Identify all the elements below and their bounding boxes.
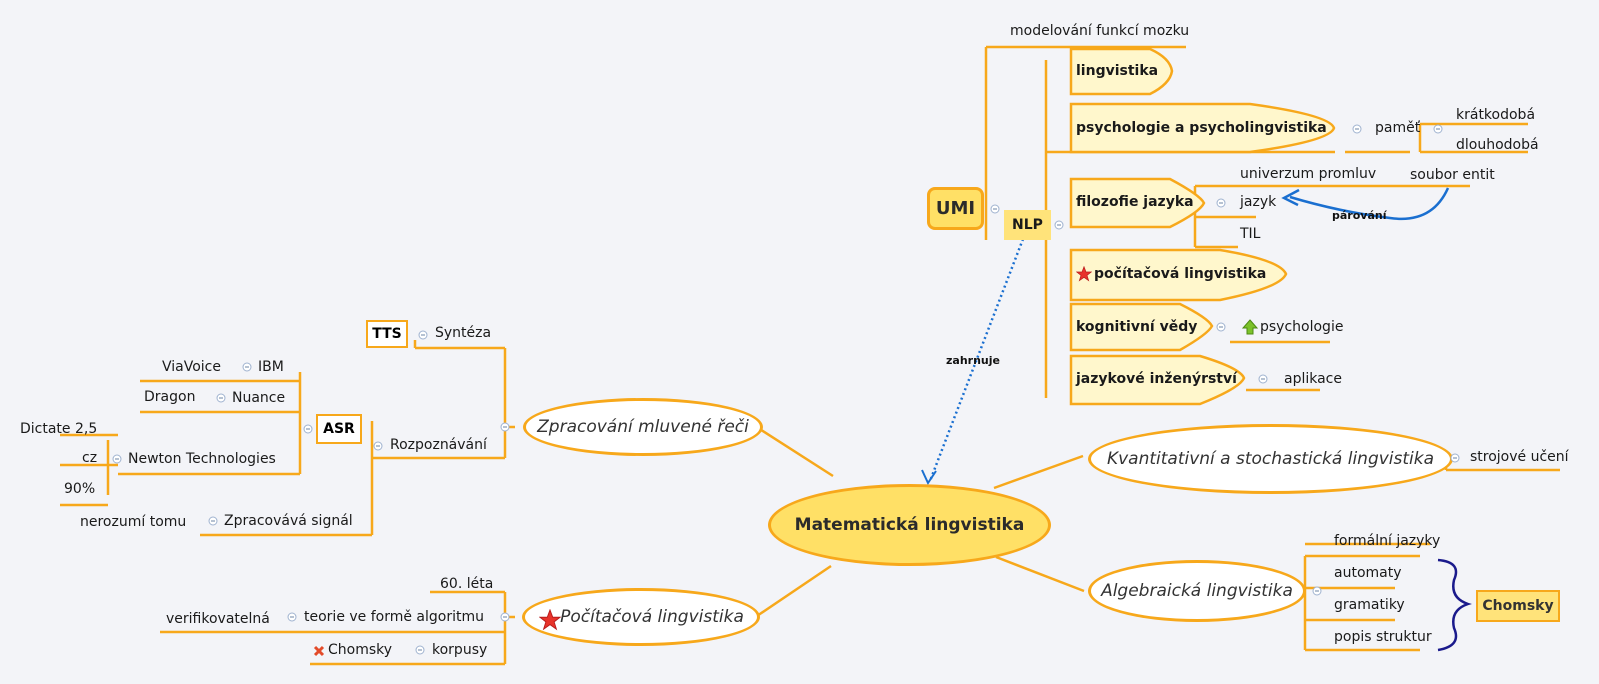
collapse-icon[interactable] [1450,453,1460,463]
formalni-node[interactable]: formální jazyky [1334,533,1441,549]
topic-kvantitativni-label: Kvantitativní a stochastická lingvistika [1106,449,1435,469]
pocitacova-lingvistika-label: počítačová lingvistika [1094,266,1267,282]
collapse-icon[interactable] [208,516,218,526]
root-topic-label: Matematická lingvistika [794,515,1025,535]
modelovani-node[interactable]: modelování funkcí mozku [1010,23,1190,39]
chomsky-box-label: Chomsky [1482,598,1554,614]
dlouhodoba-node[interactable]: dlouhodobá [1456,137,1539,153]
star-icon [539,609,561,631]
aplikace-node[interactable]: aplikace [1284,371,1342,387]
gramatiky-node[interactable]: gramatiky [1334,597,1405,613]
pamet-node[interactable]: paměť [1375,120,1421,136]
topic-pocitacova[interactable]: Počítačová lingvistika [522,588,760,646]
korpusy-node[interactable]: korpusy [432,642,488,658]
collapse-icon[interactable] [1216,198,1226,208]
collapse-icon[interactable] [216,393,226,403]
cross-icon [313,645,325,657]
root-topic[interactable]: Matematická lingvistika [768,484,1051,566]
collapse-icon[interactable] [1352,124,1362,134]
zahrnuje-label: zahrnuje [946,354,1000,367]
collapse-icon[interactable] [500,422,510,432]
collapse-icon[interactable] [112,454,122,464]
lingvistika-node[interactable]: lingvistika [1076,63,1159,79]
topic-pocitacova-label: Počítačová lingvistika [560,607,744,627]
cz-node[interactable]: cz [82,450,98,466]
topic-algebraicka[interactable]: Algebraická lingvistika [1088,560,1306,622]
chomsky-box[interactable]: Chomsky [1476,590,1560,622]
arrow-up-icon [1242,319,1258,335]
kognitivni-node[interactable]: kognitivní vědy [1076,319,1198,335]
verifikovatelna-node[interactable]: verifikovatelná [166,611,270,627]
viavoice-node[interactable]: ViaVoice [162,359,221,375]
collapse-icon[interactable] [418,330,428,340]
psychologie-label: psychologie [1260,319,1344,335]
topic-kvantitativni[interactable]: Kvantitativní a stochastická lingvistika [1088,424,1453,494]
umi-label: UMI [935,198,976,219]
tts-node[interactable]: TTS [366,320,408,348]
univerzum-node[interactable]: univerzum promluv [1240,166,1377,182]
newton-node[interactable]: Newton Technologies [128,451,276,467]
collapse-icon[interactable] [287,612,297,622]
dictate-node[interactable]: Dictate 2,5 [20,421,98,437]
nerozumi-node[interactable]: nerozumí tomu [80,514,187,530]
til-node[interactable]: TIL [1240,226,1261,242]
pct90-node[interactable]: 90% [64,481,96,497]
leta-node[interactable]: 60. léta [440,576,494,592]
ibm-node[interactable]: IBM [258,359,284,375]
collapse-icon[interactable] [500,612,510,622]
collapse-icon[interactable] [990,204,1000,214]
collapse-icon[interactable] [1216,322,1226,332]
dragon-node[interactable]: Dragon [144,389,196,405]
topic-algebraicka-label: Algebraická lingvistika [1101,581,1293,601]
nlp-node[interactable]: NLP [1004,210,1051,240]
topic-zpracovani[interactable]: Zpracování mluvené řeči [523,398,763,456]
chomsky-label: Chomsky [328,642,393,658]
collapse-icon[interactable] [303,424,313,434]
collapse-icon[interactable] [1258,374,1268,384]
collapse-icon[interactable] [415,645,425,655]
soubor-node[interactable]: soubor entit [1410,167,1495,183]
collapse-icon[interactable] [373,441,383,451]
collapse-icon[interactable] [242,362,252,372]
kratkodoba-node[interactable]: krátkodobá [1456,107,1536,123]
filozofie-node[interactable]: filozofie jazyka [1076,194,1194,210]
automaty-node[interactable]: automaty [1334,565,1402,581]
psychologie-psycholingvistika-node[interactable]: psychologie a psycholingvistika [1076,120,1327,136]
collapse-icon[interactable] [1433,124,1443,134]
star-icon [1076,266,1092,282]
tts-label: TTS [372,326,402,342]
umi-topic[interactable]: UMI [927,187,984,230]
synteza-node[interactable]: Syntéza [435,325,492,341]
jazyk-node[interactable]: jazyk [1240,194,1277,210]
nuance-node[interactable]: Nuance [232,390,286,406]
topic-zpracovani-label: Zpracování mluvené řeči [537,417,749,437]
asr-label: ASR [323,421,355,437]
nlp-label: NLP [1012,217,1043,233]
collapse-icon[interactable] [1054,220,1064,230]
teorie-node[interactable]: teorie ve formě algoritmu [304,609,484,625]
rozpoznavani-node[interactable]: Rozpoznávání [390,437,487,453]
parovani-label: párování [1332,209,1387,222]
strojove-node[interactable]: strojové učení [1470,449,1569,465]
jazykove-node[interactable]: jazykové inženýrství [1076,371,1237,387]
asr-node[interactable]: ASR [316,414,362,444]
popis-node[interactable]: popis struktur [1334,629,1432,645]
zpracovava-node[interactable]: Zpracovává signál [224,513,353,529]
collapse-icon[interactable] [1312,586,1322,596]
